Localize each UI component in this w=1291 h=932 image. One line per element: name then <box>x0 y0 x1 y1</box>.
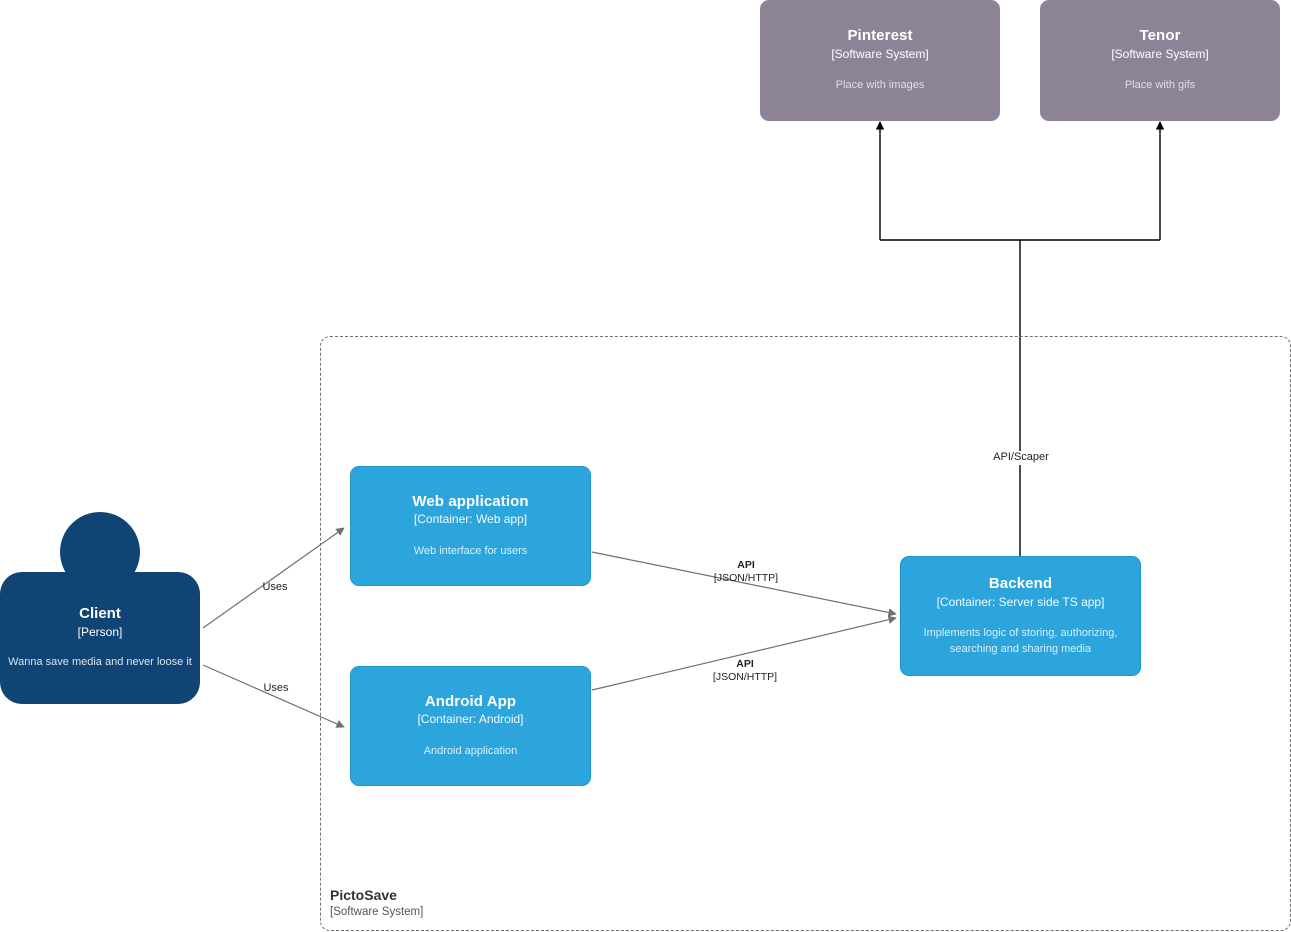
node-tenor[interactable]: Tenor [Software System] Place with gifs <box>1040 0 1280 121</box>
node-web-application[interactable]: Web application [Container: Web app] Web… <box>350 466 591 586</box>
node-client-description: Wanna save media and never loose it <box>8 656 192 669</box>
edge-label-client-to-web-title: Uses <box>262 581 288 593</box>
node-backend-description: Implements logic of storing, authorizing… <box>923 627 1118 655</box>
node-web-application-title: Web application <box>412 492 529 510</box>
boundary-pictosave <box>320 336 1291 931</box>
node-web-application-description: Web interface for users <box>413 544 528 557</box>
node-pinterest-title: Pinterest <box>847 27 913 45</box>
edge-label-android-to-backend-title: API <box>736 658 754 670</box>
edge-label-client-to-web: Uses <box>240 581 310 595</box>
node-tenor-description: Place with gifs <box>1124 79 1196 92</box>
node-backend[interactable]: Backend [Container: Server side TS app] … <box>900 556 1141 676</box>
edge-label-client-to-android: Uses <box>241 682 311 696</box>
node-backend-tech: [Container: Server side TS app] <box>936 594 1105 609</box>
node-backend-title: Backend <box>988 574 1053 592</box>
node-android-app[interactable]: Android App [Container: Android] Android… <box>350 666 591 786</box>
boundary-title: PictoSave <box>330 887 397 903</box>
person-body-shape: Client [Person] Wanna save media and nev… <box>0 572 200 704</box>
edge-label-client-to-android-title: Uses <box>263 682 289 694</box>
node-client-tech: [Person] <box>77 624 123 639</box>
node-android-app-tech: [Container: Android] <box>417 712 524 727</box>
node-tenor-tech: [Software System] <box>1111 46 1209 61</box>
node-pinterest-tech: [Software System] <box>831 46 929 61</box>
node-android-app-description: Android application <box>423 744 518 757</box>
edge-label-web-to-backend-tech: [JSON/HTTP] <box>713 572 779 585</box>
edge-label-android-to-backend-tech: [JSON/HTTP] <box>712 671 778 684</box>
boundary-tech: [Software System] <box>330 906 424 919</box>
node-pinterest[interactable]: Pinterest [Software System] Place with i… <box>760 0 1000 121</box>
edge-label-backend-to-externals: API/Scaper <box>962 451 1080 465</box>
edge-label-backend-to-externals-title: API/Scaper <box>993 451 1049 463</box>
edge-label-web-to-backend-title: API <box>737 559 755 571</box>
node-client-title: Client <box>79 605 121 622</box>
node-pinterest-description: Place with images <box>835 79 925 92</box>
node-tenor-title: Tenor <box>1139 27 1181 45</box>
edge-label-web-to-backend: API [JSON/HTTP] <box>700 559 792 585</box>
boundary-pictosave-label: PictoSave [Software System] <box>330 886 423 920</box>
edge-label-android-to-backend: API [JSON/HTTP] <box>699 658 791 684</box>
node-client-person[interactable]: Client [Person] Wanna save media and nev… <box>0 512 200 704</box>
node-android-app-title: Android App <box>424 692 517 710</box>
node-web-application-tech: [Container: Web app] <box>413 512 528 527</box>
